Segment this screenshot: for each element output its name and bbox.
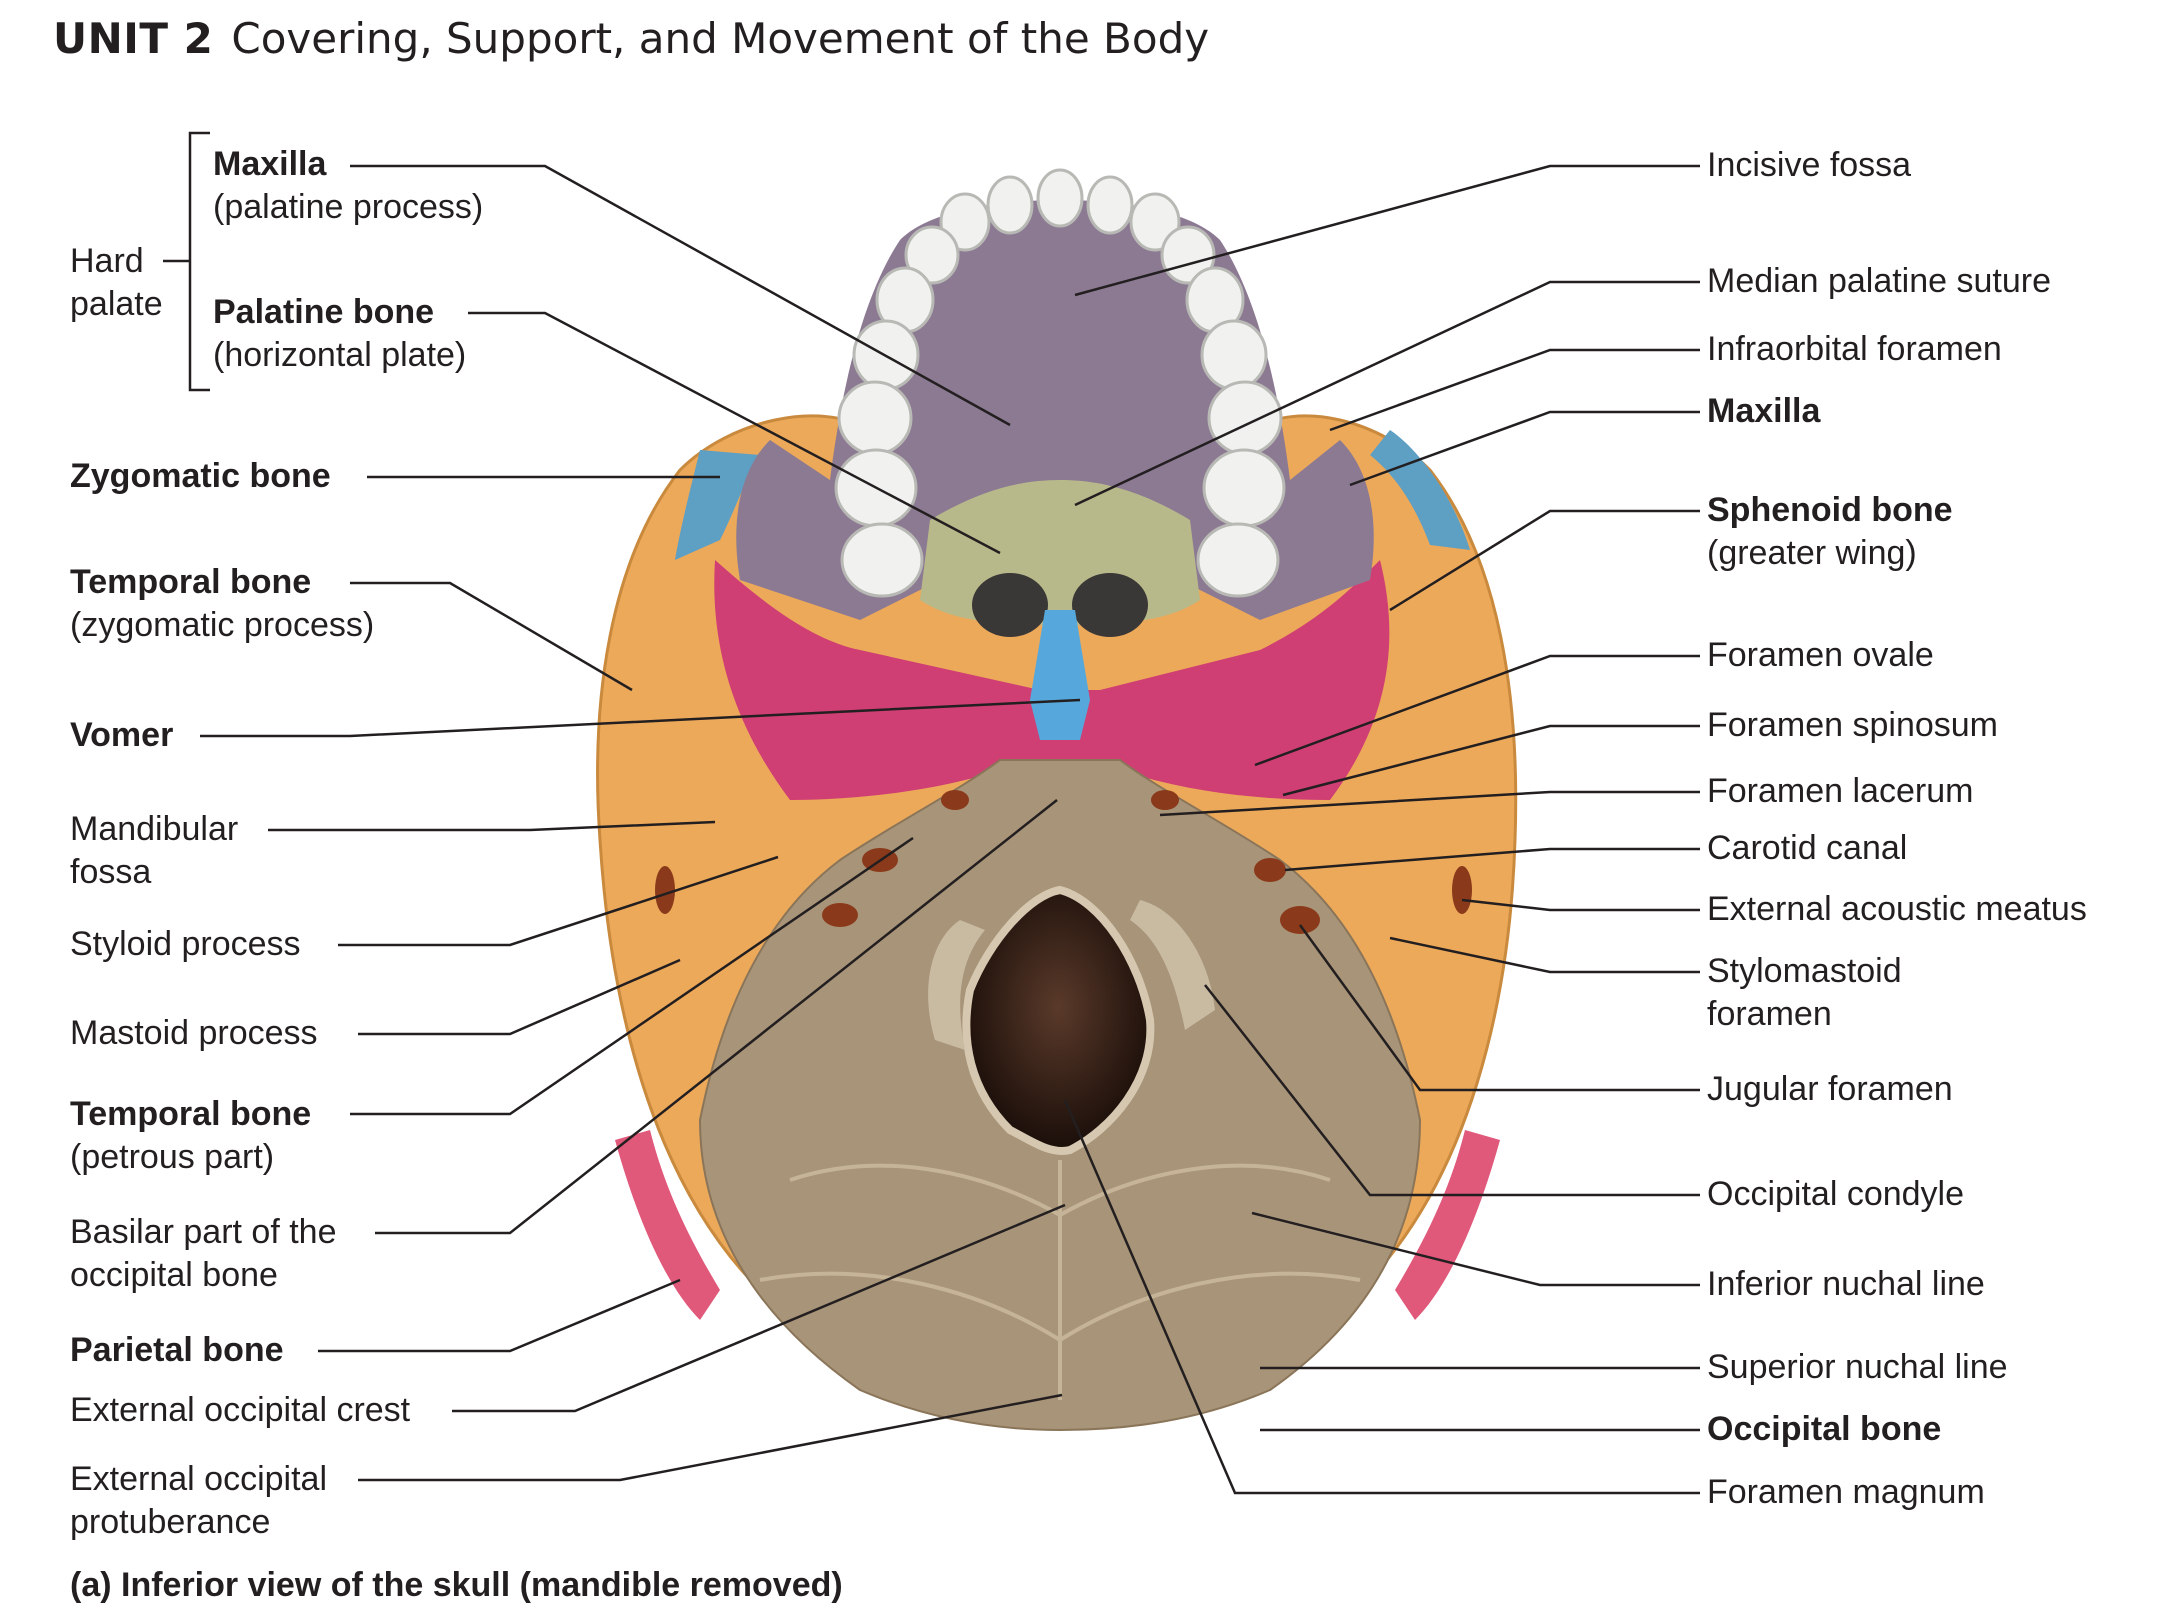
label-external-acoustic-meatus: External acoustic meatus	[1707, 890, 2087, 928]
label-maxilla-right: Maxilla	[1707, 392, 1821, 430]
label-infraorbital-foramen: Infraorbital foramen	[1707, 330, 2002, 368]
label-occipital-condyle: Occipital condyle	[1707, 1175, 1965, 1213]
label-temporal-bone-zygomatic: Temporal bone (zygomatic process)	[70, 563, 375, 644]
occipital-condyle-right-shape	[1130, 900, 1215, 1030]
label-maxilla-left: Maxilla (palatine process)	[213, 145, 484, 226]
unit-title: Covering, Support, and Movement of the B…	[231, 14, 1210, 63]
label-stylomastoid-foramen: Stylomastoid foramen	[1707, 952, 1902, 1033]
label-incisive-fossa: Incisive fossa	[1707, 146, 1912, 184]
label-jugular-foramen: Jugular foramen	[1707, 1070, 1953, 1108]
label-vomer: Vomer	[70, 716, 174, 754]
label-foramen-lacerum: Foramen lacerum	[1707, 772, 1974, 810]
sphenoid-bone-shape	[714, 560, 1390, 800]
label-basilar-part: Basilar part of the occipital bone	[70, 1213, 337, 1294]
label-sphenoid-bone: Sphenoid bone (greater wing)	[1707, 491, 1953, 572]
label-palatine-bone: Palatine bone (horizontal plate)	[213, 293, 467, 374]
unit-number: UNIT 2	[53, 14, 214, 63]
label-foramen-spinosum: Foramen spinosum	[1707, 706, 1999, 744]
label-superior-nuchal-line: Superior nuchal line	[1707, 1348, 2008, 1386]
label-external-occipital-protuberance: External occipital protuberance	[70, 1460, 328, 1541]
label-foramen-magnum: Foramen magnum	[1707, 1473, 1985, 1511]
label-median-palatine-suture: Median palatine suture	[1707, 262, 2052, 300]
label-temporal-bone-petrous: Temporal bone (petrous part)	[70, 1095, 312, 1176]
label-styloid-process: Styloid process	[70, 925, 301, 963]
label-foramen-ovale: Foramen ovale	[1707, 636, 1934, 674]
page-header: UNIT 2 Covering, Support, and Movement of…	[53, 14, 1209, 84]
label-mastoid-process: Mastoid process	[70, 1014, 318, 1052]
label-zygomatic-bone: Zygomatic bone	[70, 457, 331, 495]
choana-left-shape	[972, 573, 1048, 637]
label-parietal-bone: Parietal bone	[70, 1331, 284, 1369]
label-mandibular-fossa: Mandibular fossa	[70, 810, 239, 891]
label-carotid-canal: Carotid canal	[1707, 829, 1908, 867]
label-inferior-nuchal-line: Inferior nuchal line	[1707, 1265, 1985, 1303]
label-occipital-bone: Occipital bone	[1707, 1410, 1942, 1448]
choana-right-shape	[1072, 573, 1148, 637]
figure-caption: (a) Inferior view of the skull (mandible…	[70, 1566, 843, 1604]
label-hard-palate: Hard palate	[70, 242, 163, 323]
label-external-occipital-crest: External occipital crest	[70, 1391, 411, 1429]
